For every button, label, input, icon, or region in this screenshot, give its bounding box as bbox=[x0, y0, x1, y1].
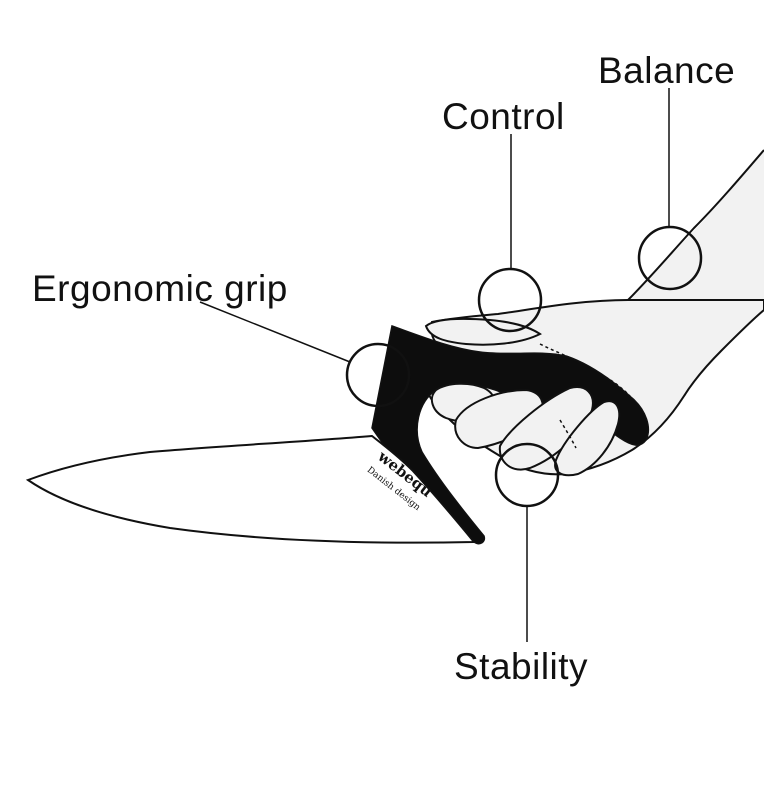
grip-leader-line bbox=[199, 301, 351, 363]
control-label: Control bbox=[442, 96, 565, 137]
ergonomic-grip-label: Ergonomic grip bbox=[32, 268, 288, 309]
balance-callout-circle bbox=[637, 225, 703, 291]
knife-blade bbox=[25, 434, 477, 544]
grip-callout-circle bbox=[345, 342, 411, 408]
balance-label: Balance bbox=[598, 50, 736, 91]
little-finger bbox=[554, 400, 621, 477]
stability-label: Stability bbox=[454, 646, 589, 687]
forearm-outline-top bbox=[627, 149, 764, 301]
thumb bbox=[424, 317, 542, 346]
control-callout-circle bbox=[477, 267, 543, 333]
hand-shading bbox=[539, 343, 631, 449]
forearm bbox=[628, 150, 764, 300]
